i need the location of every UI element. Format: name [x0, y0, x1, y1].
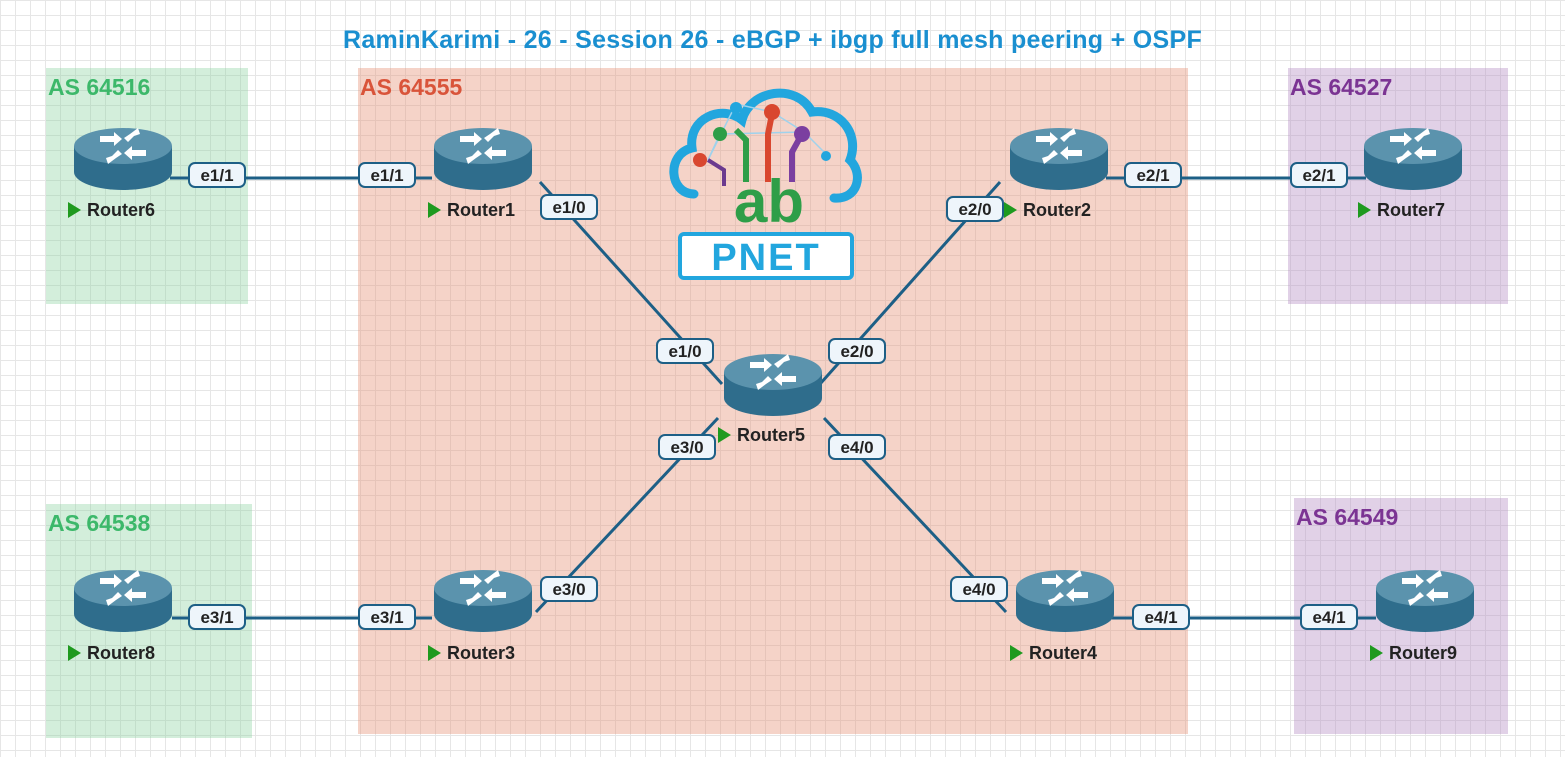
port-label: e2/0 [828, 338, 886, 364]
router-label-r1: Router1 [428, 200, 515, 221]
port-label: e2/1 [1124, 162, 1182, 188]
diagram-title: RaminKarimi - 26 - Session 26 - eBGP + i… [342, 26, 1203, 54]
port-label: e2/1 [1290, 162, 1348, 188]
router-icon-r5[interactable] [722, 350, 824, 420]
pnetlab-logo: ab PNET [664, 74, 864, 284]
router-label-r9: Router9 [1370, 643, 1457, 664]
router-icon-r7[interactable] [1362, 124, 1464, 194]
as-label: AS 64538 [48, 510, 151, 536]
play-icon [428, 202, 441, 218]
router-icon [1376, 570, 1474, 632]
router-icon [1010, 128, 1108, 190]
router-icon [434, 128, 532, 190]
play-icon [1010, 645, 1023, 661]
pnetlab-logo-graphic: ab PNET [669, 88, 862, 280]
as-label: AS 64527 [1290, 74, 1393, 100]
router-icon-r4[interactable] [1014, 566, 1116, 636]
router-icon [1016, 570, 1114, 632]
router-icon [724, 354, 822, 416]
as-label: AS 64555 [360, 74, 463, 100]
logo-ab-text: ab [734, 168, 804, 235]
as-label: AS 64549 [1296, 504, 1399, 530]
play-icon [1370, 645, 1383, 661]
port-label: e4/0 [950, 576, 1008, 602]
as-label: AS 64516 [48, 74, 151, 100]
router-label-r6: Router6 [68, 200, 155, 221]
router-label-r5: Router5 [718, 425, 805, 446]
port-label: e1/1 [188, 162, 246, 188]
play-icon [1004, 202, 1017, 218]
port-label: e3/1 [358, 604, 416, 630]
router-icon [434, 570, 532, 632]
play-icon [1358, 202, 1371, 218]
router-icon-r8[interactable] [72, 566, 174, 636]
router-label-r2: Router2 [1004, 200, 1091, 221]
port-label: e1/0 [656, 338, 714, 364]
logo-pnet-text: PNET [711, 237, 820, 279]
port-label: e3/0 [658, 434, 716, 460]
play-icon [68, 202, 81, 218]
router-label-r4: Router4 [1010, 643, 1097, 664]
router-label-r3: Router3 [428, 643, 515, 664]
router-icon-r3[interactable] [432, 566, 534, 636]
router-icon-r2[interactable] [1008, 124, 1110, 194]
play-icon [68, 645, 81, 661]
port-label: e4/0 [828, 434, 886, 460]
router-label-r7: Router7 [1358, 200, 1445, 221]
router-icon-r1[interactable] [432, 124, 534, 194]
port-label: e1/0 [540, 194, 598, 220]
router-icon-r9[interactable] [1374, 566, 1476, 636]
play-icon [428, 645, 441, 661]
port-label: e4/1 [1300, 604, 1358, 630]
port-label: e1/1 [358, 162, 416, 188]
router-icon-r6[interactable] [72, 124, 174, 194]
port-label: e2/0 [946, 196, 1004, 222]
port-label: e3/1 [188, 604, 246, 630]
play-icon [718, 427, 731, 443]
router-icon [1364, 128, 1462, 190]
port-label: e3/0 [540, 576, 598, 602]
router-icon [74, 128, 172, 190]
router-label-r8: Router8 [68, 643, 155, 664]
port-label: e4/1 [1132, 604, 1190, 630]
router-icon [74, 570, 172, 632]
